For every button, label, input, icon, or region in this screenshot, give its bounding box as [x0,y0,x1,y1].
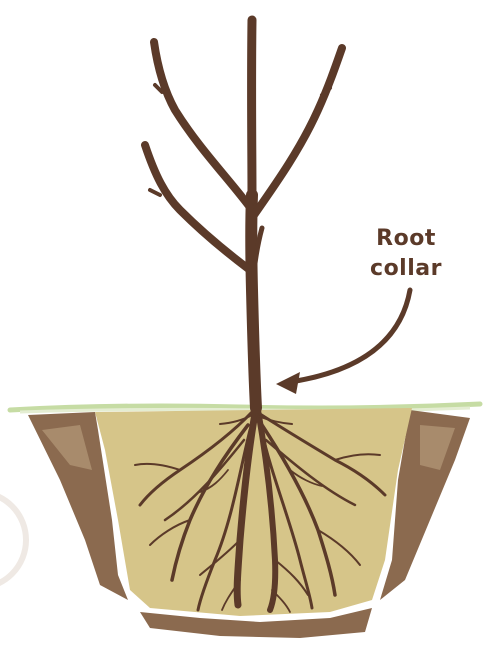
callout-arrow [290,290,410,382]
callout-arrowhead [276,372,300,394]
sapling-trunk [145,20,342,408]
root-collar-label-line1: Root [346,224,466,254]
background-circle [0,492,26,588]
root-collar-label-line2: collar [346,254,466,284]
root-collar-label: Root collar [346,224,466,284]
